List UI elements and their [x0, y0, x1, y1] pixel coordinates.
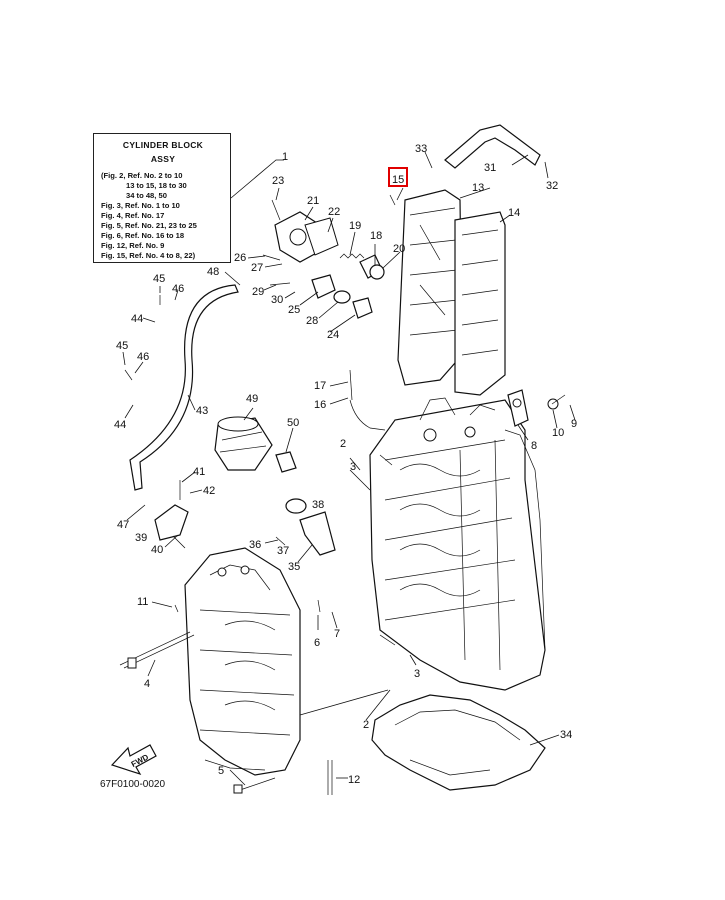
callout-12: 12	[348, 774, 360, 786]
callout-3a: 3	[350, 461, 356, 473]
bracket-8[interactable]	[507, 389, 529, 427]
callout-7: 7	[334, 628, 340, 640]
legend-line: (Fig. 2, Ref. No. 2 to 10	[101, 171, 183, 180]
legend-line: Fig. 12, Ref. No. 9	[101, 241, 165, 250]
legend-title-line2: ASSY	[150, 154, 176, 164]
callout-2a: 2	[340, 438, 346, 450]
callout-47: 47	[117, 519, 129, 531]
anode-24[interactable]	[352, 297, 373, 319]
callout-31: 31	[484, 162, 496, 174]
callout-5: 5	[218, 765, 224, 777]
base-gasket[interactable]	[371, 694, 546, 791]
callout-22: 22	[328, 206, 340, 218]
callout-24: 24	[327, 329, 339, 341]
callout-46a: 46	[172, 283, 184, 295]
callout-20: 20	[393, 243, 405, 255]
callout-49: 49	[246, 393, 258, 405]
callout-30: 30	[271, 294, 283, 306]
callout-40: 40	[151, 544, 163, 556]
callout-50: 50	[287, 417, 299, 429]
callout-25: 25	[288, 304, 300, 316]
callout-36: 36	[249, 539, 261, 551]
crankcase[interactable]	[184, 547, 301, 776]
callout-33: 33	[415, 143, 427, 155]
callout-23: 23	[272, 175, 284, 187]
callout-1: 1	[282, 151, 288, 163]
hose-31[interactable]	[444, 124, 541, 169]
callout-44a: 44	[131, 313, 143, 325]
grommet-28[interactable]	[333, 290, 351, 304]
callout-8: 8	[531, 440, 537, 452]
legend-title-line1: CYLINDER BLOCK	[122, 140, 204, 150]
fwd-arrow: FWD	[110, 744, 157, 776]
pressure-valve-20[interactable]	[369, 264, 385, 280]
callout-27: 27	[251, 262, 263, 274]
callout-28: 28	[306, 315, 318, 327]
callout-19: 19	[349, 220, 361, 232]
callout-32: 32	[546, 180, 558, 192]
legend-line: 13 to 15, 18 to 30	[126, 181, 187, 190]
callout-38: 38	[312, 499, 324, 511]
legend-line: Fig. 3, Ref. No. 1 to 10	[101, 201, 180, 210]
oil-filter[interactable]	[214, 416, 273, 471]
spring[interactable]	[339, 253, 365, 259]
callout-34: 34	[560, 729, 572, 741]
callout-10: 10	[552, 427, 564, 439]
callout-29: 29	[252, 286, 264, 298]
callout-41: 41	[193, 466, 205, 478]
callout-3b: 3	[414, 668, 420, 680]
callout-4: 4	[144, 678, 150, 690]
legend-line: Fig. 5, Ref. No. 21, 23 to 25	[101, 221, 197, 230]
legend-line: 34 to 48, 50	[126, 191, 167, 200]
callout-6: 6	[314, 637, 320, 649]
callout-16: 16	[314, 399, 326, 411]
cylinder-block[interactable]	[369, 397, 546, 691]
callout-21: 21	[307, 195, 319, 207]
bracket-38[interactable]	[285, 498, 307, 514]
joint-39[interactable]	[154, 504, 189, 541]
callout-42: 42	[203, 485, 215, 497]
drawing-code: 67F0100-0020	[100, 779, 166, 790]
assembly-legend-box: CYLINDER BLOCK ASSY (Fig. 2, Ref. No. 2 …	[93, 133, 231, 263]
exhaust-gasket[interactable]	[454, 211, 506, 396]
callout-11: 11	[137, 596, 148, 608]
bolts	[119, 194, 566, 795]
bracket-35[interactable]	[299, 511, 336, 556]
exhaust-cover[interactable]	[397, 189, 463, 386]
legend-line: Fig. 15, Ref. No. 4 to 8, 22)	[101, 251, 196, 260]
hose-43[interactable]	[129, 284, 239, 491]
callout-48: 48	[207, 266, 219, 278]
callout-45b: 45	[116, 340, 128, 352]
callout-37: 37	[277, 545, 289, 557]
callout-45a: 45	[153, 273, 165, 285]
legend-leader	[230, 159, 284, 199]
anode-cover-25[interactable]	[311, 274, 336, 299]
callout-leaders	[122, 151, 576, 786]
callout-35: 35	[288, 561, 300, 573]
callout-14: 14	[508, 207, 520, 219]
selected-part-highlight	[388, 167, 408, 187]
callout-44b: 44	[114, 419, 126, 431]
callout-46b: 46	[137, 351, 149, 363]
callout-15: 15	[392, 174, 404, 186]
legend-line: Fig. 4, Ref. No. 17	[101, 211, 165, 220]
callout-43: 43	[196, 405, 208, 417]
callout-2b: 2	[363, 719, 369, 731]
callout-26: 26	[234, 252, 246, 264]
callout-9: 9	[571, 418, 577, 430]
legend-line: Fig. 6, Ref. No. 16 to 18	[101, 231, 185, 240]
callout-18: 18	[370, 230, 382, 242]
callout-39: 39	[135, 532, 147, 544]
callout-13: 13	[472, 182, 484, 194]
callout-17: 17	[314, 380, 326, 392]
callout-numbers: 1 2 3 2 3 4 5 6 7 8 9 10 11 12 13 14 15 …	[114, 143, 577, 786]
fitting-50[interactable]	[275, 451, 297, 473]
